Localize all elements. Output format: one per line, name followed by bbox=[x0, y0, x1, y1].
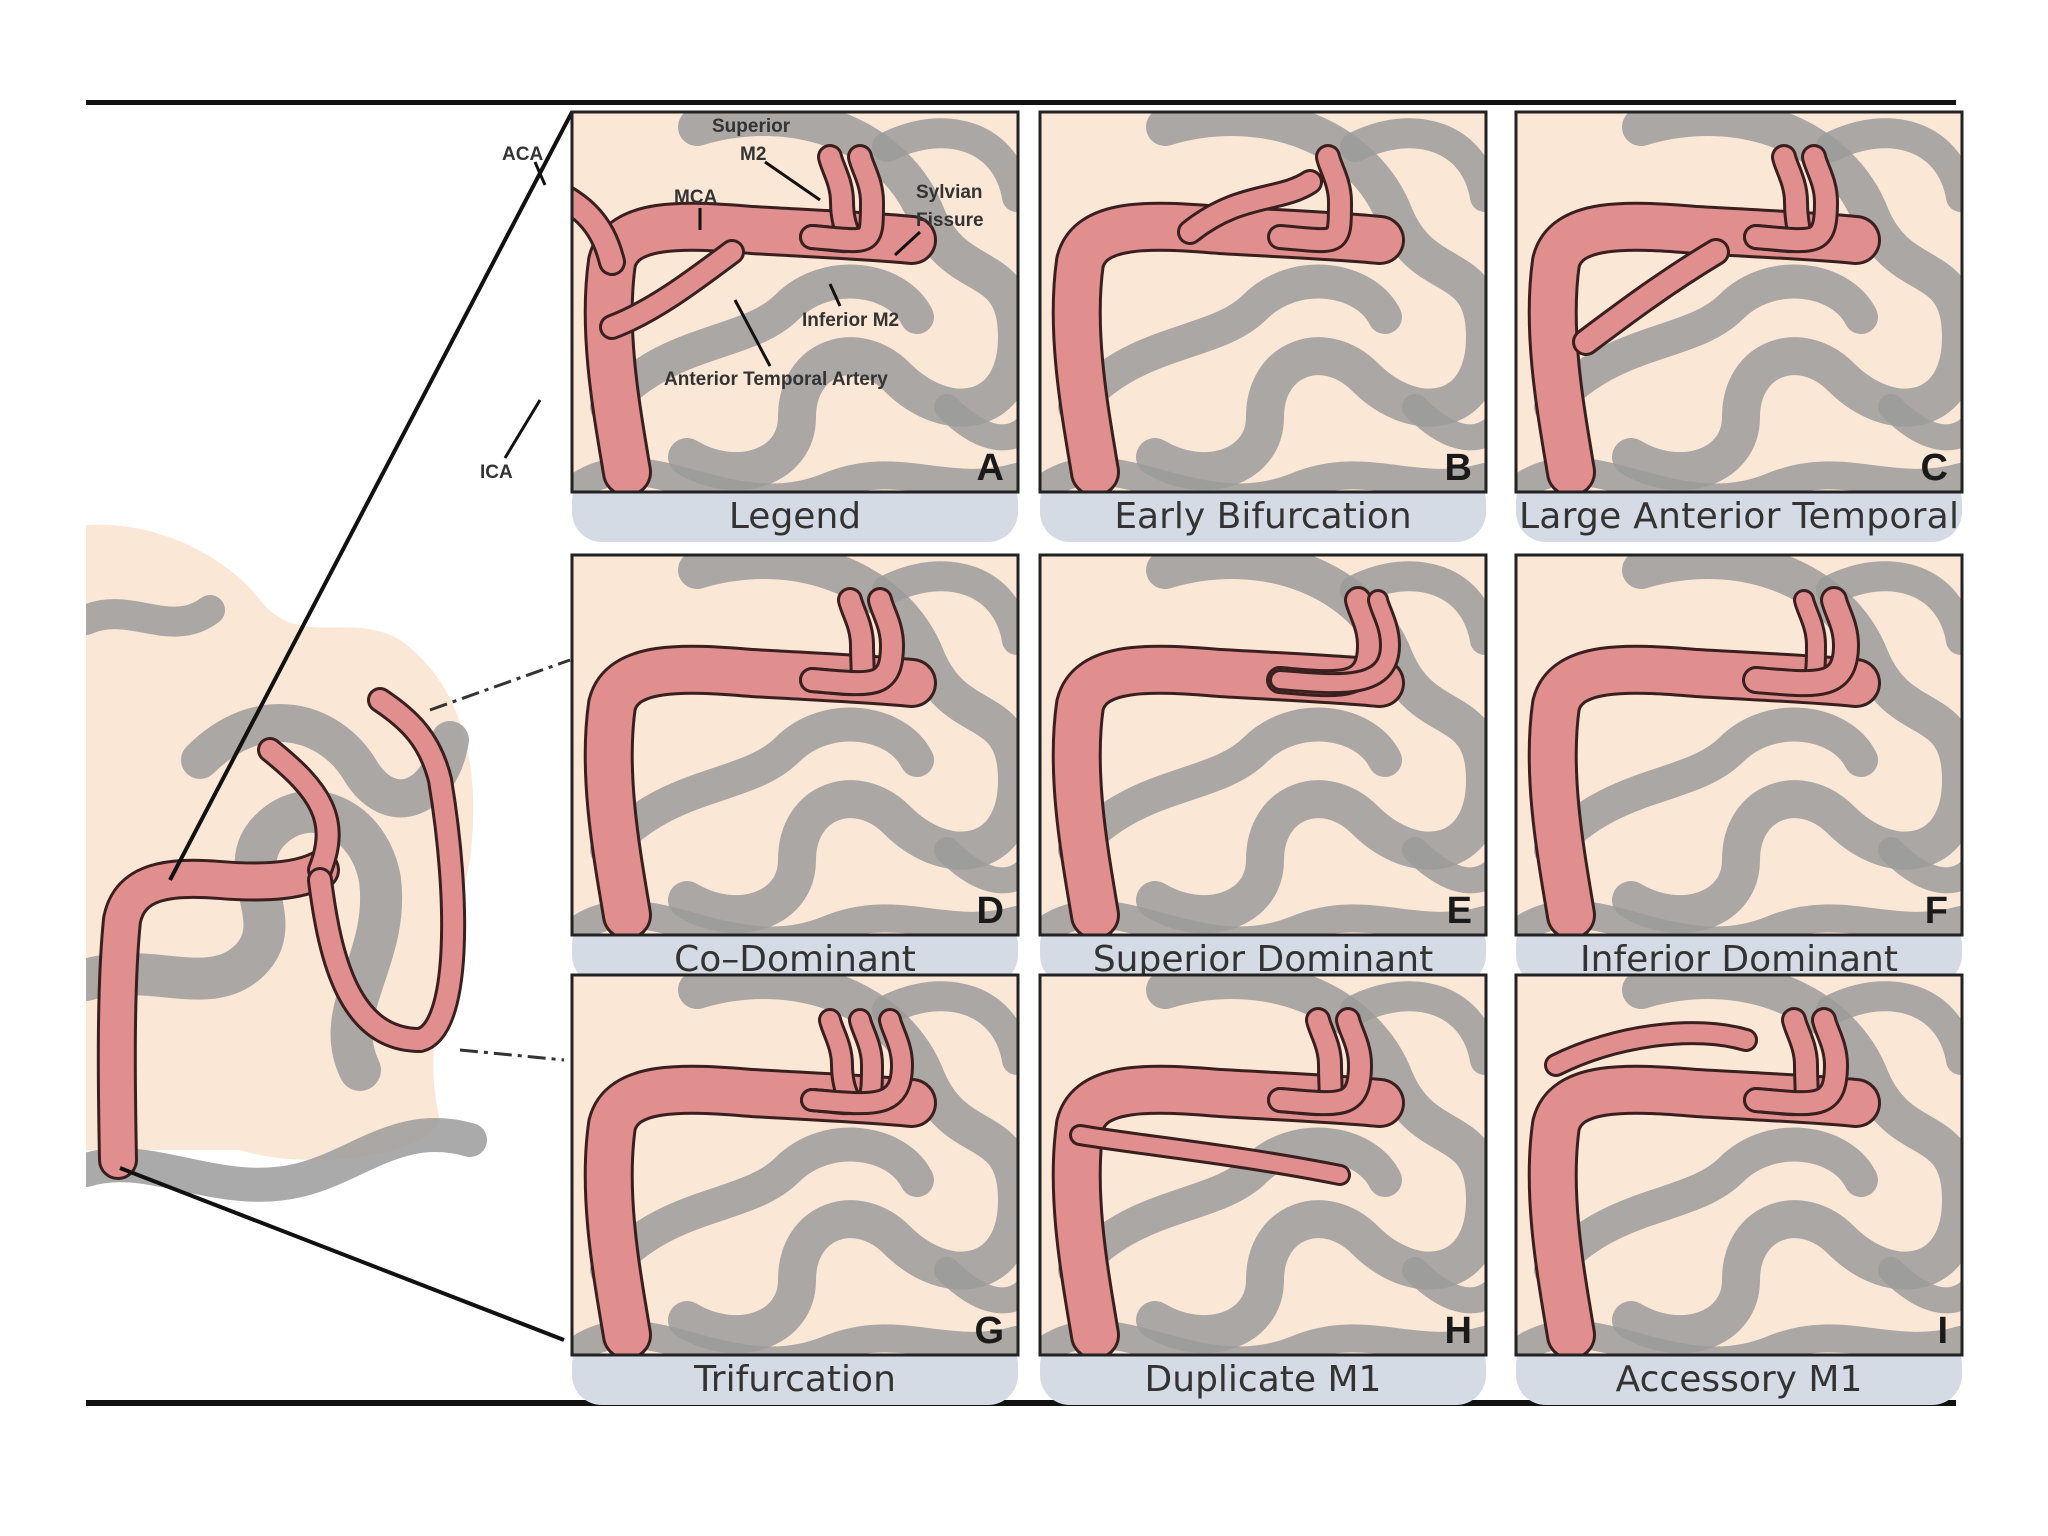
mca-vessel bbox=[583, 587, 937, 935]
panel-caption: Large Anterior Temporal bbox=[1519, 496, 1959, 537]
panel-letter: B bbox=[1445, 447, 1472, 489]
panel-letter: D bbox=[977, 890, 1004, 932]
zoom-line-bottom bbox=[119, 1166, 565, 1342]
panel-grid: A Legend B Early Bifurcation C Large Anterior… bbox=[570, 110, 1964, 1405]
panel-a: A Legend bbox=[570, 110, 1020, 542]
panel-frame bbox=[1038, 110, 1488, 494]
panel-caption: Superior Dominant bbox=[1093, 939, 1433, 980]
mca-vessel bbox=[1051, 586, 1405, 935]
mca-vessel bbox=[583, 1008, 937, 1355]
panel-caption: Duplicate M1 bbox=[1145, 1359, 1382, 1400]
zoom-line-top bbox=[168, 111, 574, 881]
panel-frame bbox=[1514, 973, 1964, 1357]
panel-caption: Legend bbox=[729, 496, 861, 537]
mca-vessel bbox=[1527, 1007, 1881, 1355]
mca-vessel bbox=[1051, 144, 1405, 492]
panel-b: B Early Bifurcation bbox=[1038, 110, 1488, 542]
panel-letter: E bbox=[1447, 890, 1472, 932]
panel-h: H Duplicate M1 bbox=[1038, 973, 1488, 1405]
panel-letter: F bbox=[1925, 890, 1948, 932]
panel-g: G Trifurcation bbox=[570, 973, 1020, 1405]
label-sylvian-line2: Fissure bbox=[916, 210, 984, 231]
panel-frame bbox=[1038, 553, 1488, 937]
label-anterior-temporal: Anterior Temporal Artery bbox=[664, 369, 888, 390]
panel-frame bbox=[1514, 553, 1964, 937]
overview-artery bbox=[96, 687, 467, 1180]
mca-vessel bbox=[1527, 586, 1881, 935]
label-ica: ICA bbox=[480, 462, 513, 483]
panel-c: C Large Anterior Temporal bbox=[1514, 110, 1964, 542]
panel-caption: Trifurcation bbox=[693, 1359, 896, 1400]
panel-letter: C bbox=[1921, 447, 1948, 489]
panel-frame bbox=[570, 973, 1020, 1357]
top-rule bbox=[86, 100, 1956, 105]
panel-caption: Early Bifurcation bbox=[1114, 496, 1411, 537]
overview-brain bbox=[86, 520, 566, 1400]
label-sylvian-line1: Sylvian bbox=[916, 182, 983, 203]
label-mca: MCA bbox=[674, 187, 718, 208]
panel-e: E Superior Dominant bbox=[1038, 553, 1488, 985]
panel-frame bbox=[570, 110, 1020, 494]
panel-frame bbox=[1038, 973, 1488, 1357]
label-aca: ACA bbox=[502, 144, 543, 165]
panel-letter: G bbox=[974, 1310, 1004, 1352]
panel-d: D Co–Dominant bbox=[570, 553, 1020, 985]
panel-caption: Accessory M1 bbox=[1616, 1359, 1863, 1400]
mca-vessel bbox=[1051, 1007, 1405, 1355]
panel-frame bbox=[570, 553, 1020, 937]
mca-vessel bbox=[1527, 144, 1881, 492]
panel-f: F Inferior Dominant bbox=[1514, 553, 1964, 985]
zoom-line-dash-2 bbox=[459, 1048, 565, 1062]
label-inferior-m2: Inferior M2 bbox=[802, 310, 899, 331]
panel-caption: Inferior Dominant bbox=[1580, 939, 1898, 980]
panel-letter: H bbox=[1445, 1310, 1472, 1352]
bottom-rule bbox=[86, 1400, 1956, 1406]
panel-i: I Accessory M1 bbox=[1514, 973, 1964, 1405]
label-superior-m2-line1: Superior bbox=[712, 116, 791, 137]
panel-letter: A bbox=[977, 447, 1004, 489]
panel-letter: I bbox=[1937, 1310, 1948, 1352]
legend-annotations: ACA Superior M2 MCA Sylvian Fissure Infe… bbox=[480, 116, 984, 483]
mca-vessel bbox=[572, 144, 937, 492]
panel-frame bbox=[1514, 110, 1964, 494]
panel-caption: Co–Dominant bbox=[674, 939, 916, 980]
label-superior-m2-line2: M2 bbox=[740, 144, 766, 165]
zoom-line-dash-1 bbox=[429, 658, 571, 712]
